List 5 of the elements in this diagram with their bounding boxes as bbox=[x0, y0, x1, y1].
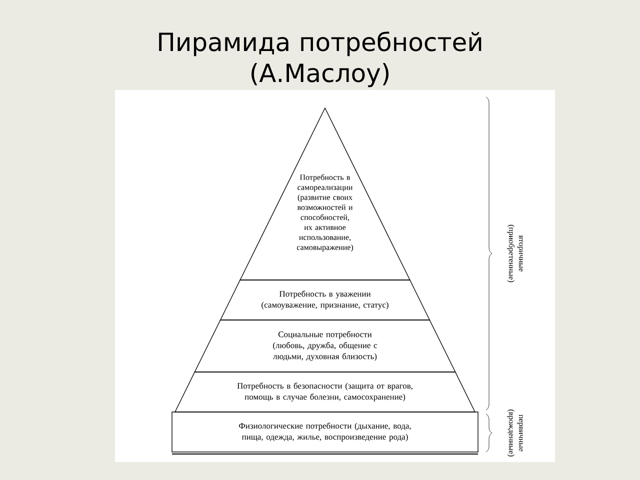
pyramid-level: Физиологические потребности (дыхание, вода, пища, одежда, жилье, воспроизведение рода) bbox=[172, 412, 478, 452]
brace-label: вторичные (приобретенные) bbox=[507, 224, 523, 282]
brace-label: первичные (врожденные) bbox=[507, 410, 523, 456]
title: Пирамида потребностей (А.Маслоу) bbox=[159, 32, 482, 88]
pyramid-level: Социальные потребности (любовь, дружба, общение с людьми, духовная близость) bbox=[194, 320, 456, 372]
